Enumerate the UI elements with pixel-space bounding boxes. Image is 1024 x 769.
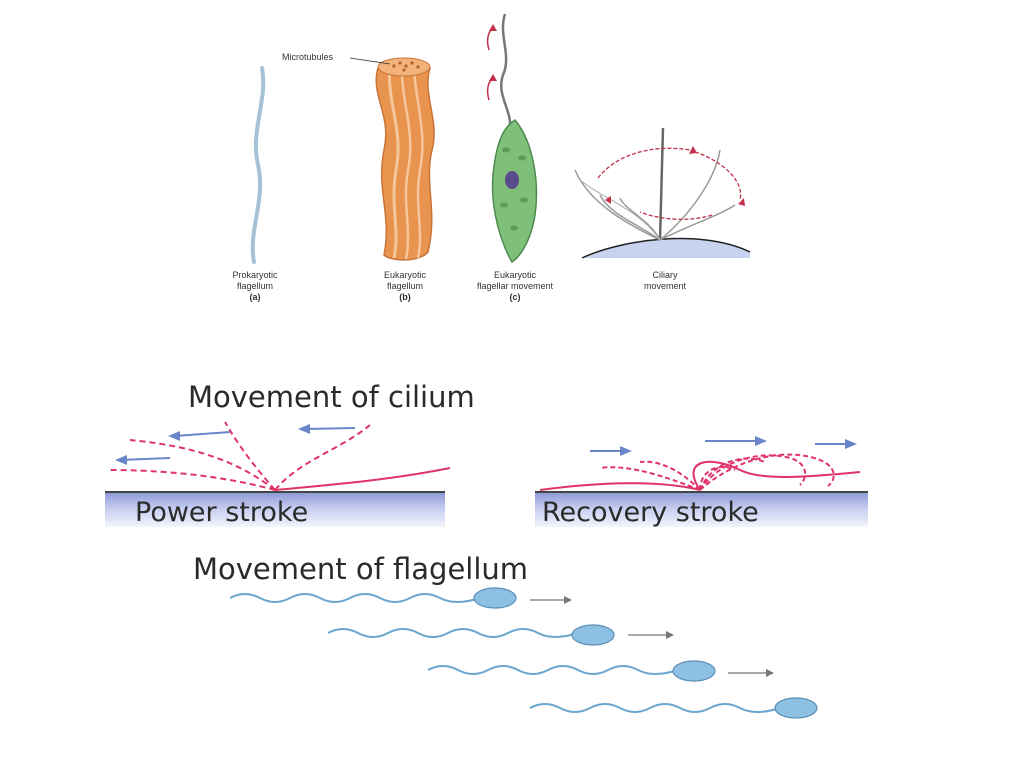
panel-c-line2: flagellar movement: [476, 281, 554, 291]
prokaryotic-flagellum-icon: [250, 66, 266, 264]
panel-b-line2: flagellum: [386, 281, 424, 291]
microtubules-label: Microtubules: [282, 52, 334, 62]
panel-a-line2: flagellum: [236, 281, 274, 291]
panel-a-line1: Prokaryotic: [232, 270, 278, 280]
eukaryotic-flagellum-icon: [375, 57, 435, 261]
panel-d-line1: Ciliary: [652, 270, 678, 280]
panel-b-label: Eukaryotic flagellum (b): [365, 270, 445, 303]
power-stroke-diagram: [105, 421, 451, 493]
recovery-stroke-diagram: [535, 436, 868, 493]
flagellum-sperm-1: [229, 587, 572, 609]
ciliary-movement-icon: [574, 127, 751, 259]
flagellum-title: Movement of flagellum: [193, 552, 529, 586]
panel-a-label: Prokaryotic flagellum (a): [215, 270, 295, 303]
recovery-stroke-label: Recovery stroke: [542, 497, 759, 528]
panel-d-label: Ciliary movement: [625, 270, 705, 292]
panel-c-letter: (c): [509, 292, 521, 302]
flagellum-sperm-3: [427, 660, 774, 682]
euglena-cell-icon: [486, 13, 538, 264]
cilium-title: Movement of cilium: [188, 380, 475, 414]
power-stroke-label: Power stroke: [135, 497, 309, 528]
panel-a-letter: (a): [249, 292, 261, 302]
panel-b-line1: Eukaryotic: [383, 270, 427, 280]
recovery-stroke-surface: [535, 493, 868, 527]
panel-c-line1: Eukaryotic: [493, 270, 537, 280]
power-stroke-surface: [105, 493, 445, 527]
panel-d-line2: movement: [643, 281, 687, 291]
flagellum-sperm-2: [327, 624, 674, 646]
panel-c-label: Eukaryotic flagellar movement (c): [455, 270, 575, 303]
flagellum-sperm-4: [529, 697, 818, 719]
panel-b-letter: (b): [399, 292, 411, 302]
